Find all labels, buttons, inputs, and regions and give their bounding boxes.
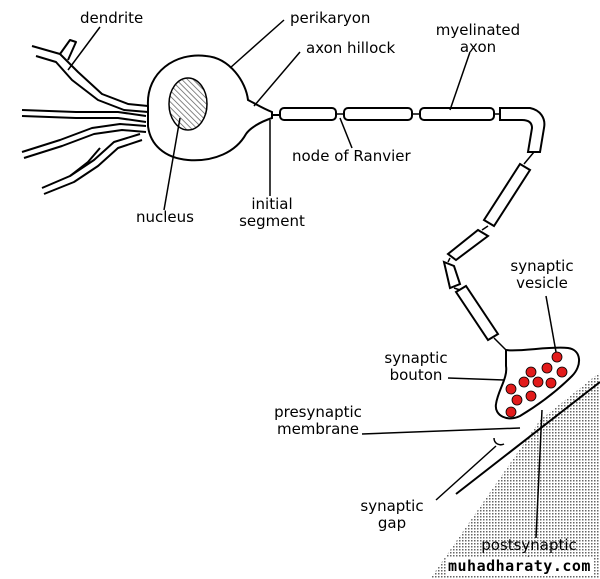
dendrite-top-outline-b [35, 55, 149, 113]
leader-nucleus [163, 117, 181, 211]
leader-dendrite [67, 26, 101, 71]
label-synaptic-gap-line1: synaptic [360, 497, 424, 515]
synaptic-vesicle [541, 362, 553, 374]
perikaryon [146, 54, 273, 162]
nodes-of-ranvier [336, 113, 535, 351]
watermark: muhadharaty.com [446, 557, 593, 575]
label-synaptic-gap: synaptic gap [352, 498, 432, 532]
leader-myelinated-axon [449, 51, 471, 111]
leader-synaptic-bouton [447, 377, 505, 381]
label-synaptic-vesicle-line1: synaptic [510, 257, 574, 275]
myelin-segment [442, 260, 462, 290]
label-perikaryon: perikaryon [290, 9, 371, 27]
synaptic-vesicle [525, 390, 537, 402]
label-axon-hillock: axon hillock [306, 39, 396, 57]
leader-node-of-ranvier [339, 117, 353, 149]
leader-postsynaptic-membrane [535, 409, 543, 539]
leader-synaptic-gap [435, 445, 497, 501]
synaptic-vesicle [505, 406, 517, 418]
dendrite-lower-outline-a [41, 133, 141, 189]
synaptic-vesicle [556, 366, 568, 378]
myelin-segment [482, 162, 532, 228]
label-presynaptic-membrane: presynaptic membrane [264, 404, 372, 438]
dendrite-upper-outline-a [21, 109, 147, 117]
synaptic-vesicle [551, 351, 563, 363]
label-postsynaptic-membrane-line1: postsynaptic [481, 536, 577, 554]
label-synaptic-vesicle-line2: vesicle [516, 274, 568, 292]
postsynaptic-membrane [455, 381, 600, 495]
label-synaptic-bouton-line2: bouton [389, 366, 443, 384]
label-myelinated-axon-line2: axon [459, 38, 497, 56]
synaptic-vesicle [545, 377, 557, 389]
dendrite-top-branch [59, 39, 77, 61]
myelin-segment [446, 228, 490, 262]
dendrite-middle-outline-a [21, 123, 147, 153]
myelin-segment [343, 107, 413, 121]
dendrite-upper-outline-b [21, 115, 147, 123]
leader-presynaptic-membrane [361, 427, 521, 435]
dendrites [21, 39, 149, 195]
leader-synaptic-vesicle [545, 295, 557, 353]
label-myelinated-axon-line1: myelinated [435, 21, 521, 39]
label-node-of-ranvier: node of Ranvier [292, 147, 411, 165]
label-synaptic-bouton: synaptic bouton [376, 350, 456, 384]
dendrite-middle-outline-b [23, 129, 147, 159]
label-synaptic-gap-line2: gap [377, 514, 407, 532]
synaptic-vesicle [532, 376, 544, 388]
label-myelinated-axon: myelinated axon [422, 22, 534, 56]
synaptic-vesicles [505, 351, 568, 418]
myelin-segment [279, 107, 337, 121]
leader-axon-hillock [253, 51, 301, 107]
myelin-segment [454, 284, 500, 342]
leader-lines [67, 19, 557, 539]
synaptic-vesicle [505, 383, 517, 395]
dendrite-lower-branch [69, 147, 101, 177]
myelinated-axon [279, 107, 546, 342]
label-initial-segment: initial segment [232, 196, 312, 230]
leader-perikaryon [229, 19, 285, 69]
label-synaptic-vesicle: synaptic vesicle [500, 258, 584, 292]
synaptic-gap-marker [493, 437, 505, 446]
dendrite-lower-outline-b [43, 139, 143, 195]
label-presynaptic-membrane-line2: membrane [276, 420, 360, 438]
myelin-segment [419, 107, 495, 121]
label-dendrite: dendrite [80, 9, 144, 27]
dendrite-top-outline-a [31, 45, 149, 107]
postsynaptic-cell [430, 372, 600, 579]
nucleus [168, 77, 208, 131]
label-initial-segment-line2: segment [239, 212, 305, 230]
synaptic-vesicle [518, 376, 530, 388]
synaptic-vesicle [525, 366, 537, 378]
label-nucleus: nucleus [136, 208, 194, 226]
label-initial-segment-line1: initial [251, 195, 293, 213]
label-synaptic-bouton-line1: synaptic [384, 349, 448, 367]
synaptic-vesicle [511, 394, 523, 406]
myelin-segment [499, 107, 546, 153]
label-presynaptic-membrane-line1: presynaptic [274, 403, 362, 421]
